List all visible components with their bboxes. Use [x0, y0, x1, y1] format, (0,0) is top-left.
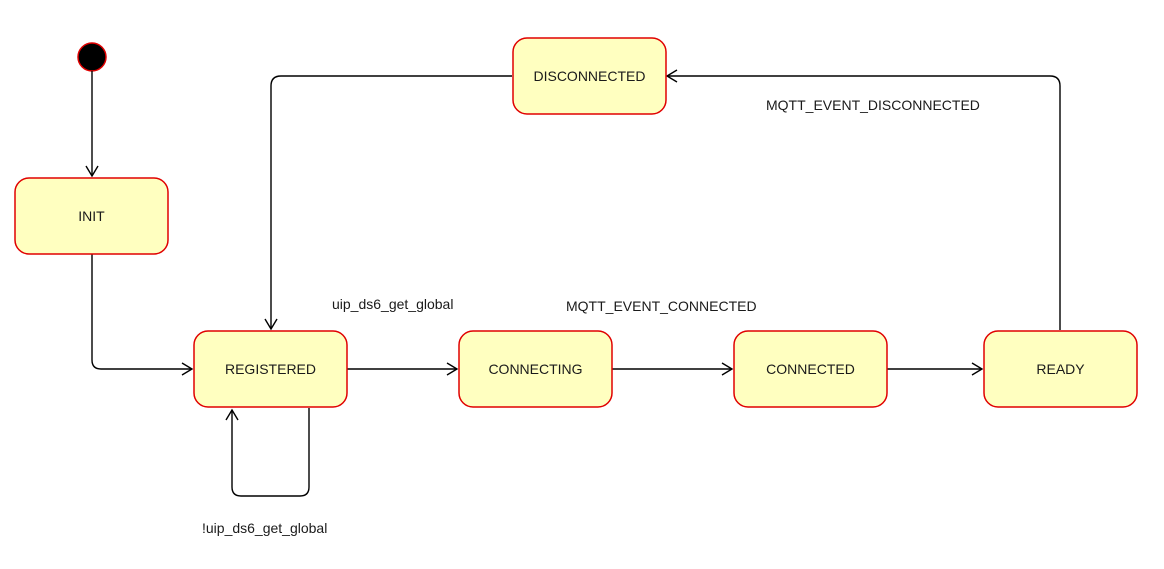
state-init: INIT: [14, 177, 169, 255]
state-ready-label: READY: [1036, 361, 1085, 377]
label-ready-to-disconnected: MQTT_EVENT_DISCONNECTED: [766, 97, 980, 113]
state-connected-label: CONNECTED: [766, 361, 855, 377]
initial-node: [77, 42, 107, 72]
state-connecting: CONNECTING: [458, 330, 613, 408]
state-registered: REGISTERED: [193, 330, 348, 408]
state-ready: READY: [983, 330, 1138, 408]
edge-disconnected-to-registered: [264, 75, 512, 331]
label-registered-to-connecting: uip_ds6_get_global: [332, 296, 453, 312]
state-registered-label: REGISTERED: [225, 361, 316, 377]
state-init-label: INIT: [78, 208, 105, 224]
edge-registered-self-loop: [225, 408, 310, 497]
state-disconnected: DISCONNECTED: [512, 37, 667, 115]
edge-ready-to-disconnected: [665, 69, 1061, 330]
state-disconnected-label: DISCONNECTED: [533, 68, 645, 84]
state-connecting-label: CONNECTING: [488, 361, 582, 377]
label-connecting-to-connected: MQTT_EVENT_CONNECTED: [566, 298, 757, 314]
edge-init-to-registered: [91, 254, 194, 376]
label-registered-self-loop: !uip_ds6_get_global: [202, 520, 327, 536]
state-connected: CONNECTED: [733, 330, 888, 408]
